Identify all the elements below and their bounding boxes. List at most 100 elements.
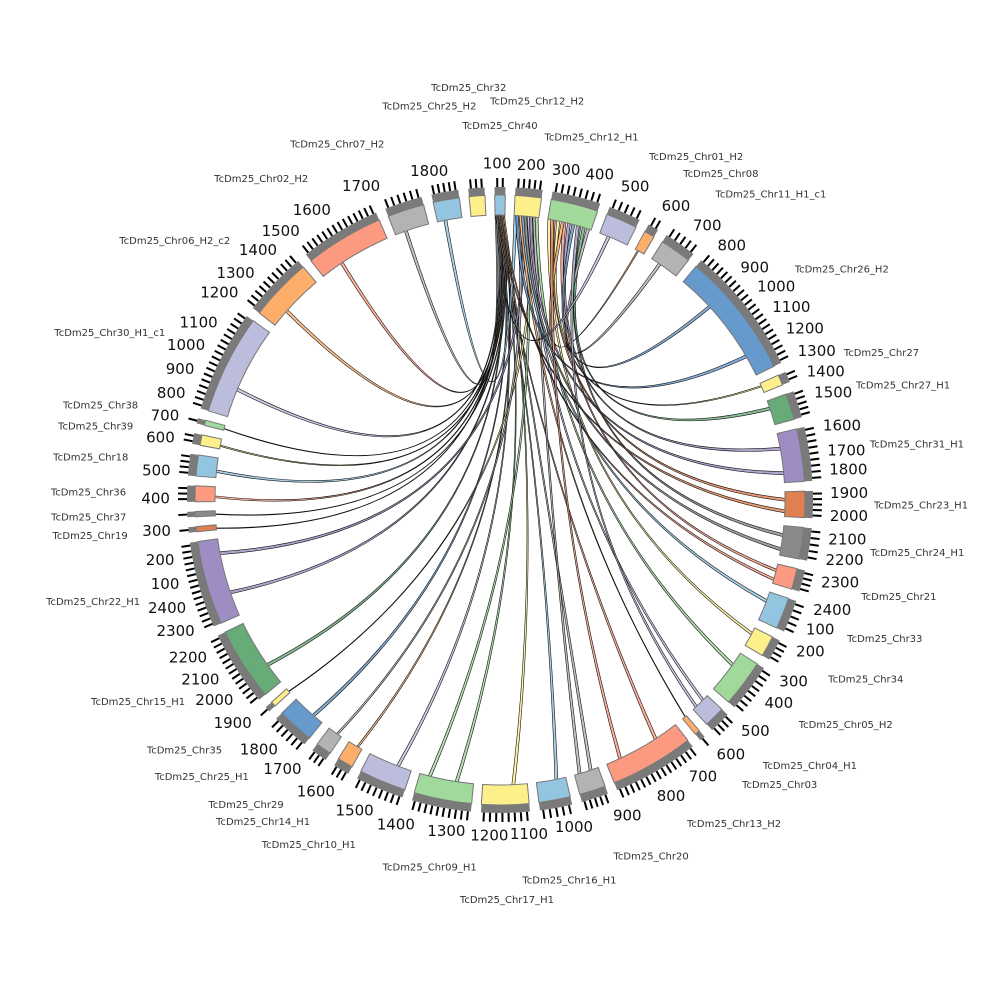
tick-mark [347,215,354,225]
sector-band [432,197,463,223]
sector-band [387,204,430,236]
tick-mark [770,656,779,663]
tick-label: 1600 [823,416,861,434]
tick-label: 1200 [200,283,238,301]
tick-mark [660,767,668,777]
sector-TcDm25_Chr15_H1 [210,622,282,704]
sector-TcDm25_Chr40 [494,178,506,216]
sector-axis [217,632,266,700]
tick-mark [739,699,748,707]
tick-mark [707,258,715,267]
tick-mark [237,312,246,320]
tick-mark [758,675,767,682]
tick-mark [670,761,678,770]
sector-label: TcDm25_Chr13_H2 [686,819,781,830]
tick-mark [594,797,599,808]
tick-mark [275,724,284,733]
sector-band [744,627,774,657]
tick-mark [411,800,416,811]
sector-band [766,393,795,426]
tick-mark [799,405,809,411]
tick-mark [254,289,263,298]
tick-label: 2100 [828,531,866,549]
sector-label: TcDm25_Chr37 [50,512,126,523]
sector-TcDm25_Chr22_H1 [181,538,240,629]
sector-axis [468,187,485,197]
sector-band [513,194,543,219]
tick-mark [764,328,774,335]
sector-label: TcDm25_Chr29 [207,800,283,811]
sector-axis [494,187,506,196]
tick-mark [415,188,420,199]
tick-mark [436,183,441,194]
tick-label: 1700 [342,177,380,195]
tick-mark [285,733,294,742]
sector-label: TcDm25_Chr39 [57,422,133,433]
tick-mark [702,254,711,263]
sector-TcDm25_Chr18 [179,453,219,479]
tick-mark [395,796,401,806]
tick-mark [360,782,367,792]
tick-mark [794,603,804,609]
tick-mark [675,758,683,767]
tick-mark [629,784,636,794]
tick-label: 300 [779,672,808,690]
tick-mark [548,808,553,819]
tick-mark [384,198,390,208]
tick-mark [447,181,452,192]
tick-mark [228,668,238,675]
tick-mark [219,652,228,660]
tick-mark [301,244,309,254]
sector-TcDm25_Chr12_H2 [513,178,543,219]
sector-label: TcDm25_Chr10_H1 [261,840,356,851]
tick-mark [220,338,230,346]
tick-mark [812,476,822,479]
sector-axis [804,490,814,519]
tick-mark [226,328,236,335]
sector-axis [187,453,199,477]
link-TcDm25_Chr12_H2-TcDm25_Chr29 [336,215,523,735]
sector-band [480,783,530,806]
tick-mark [368,205,375,215]
sector-label: TcDm25_Chr20 [613,851,689,862]
sector-band [195,454,219,479]
tick-mark [459,810,463,820]
tick-label: 1700 [827,442,865,460]
sector-axis [785,391,802,420]
tick-mark [326,227,333,237]
tick-mark [590,191,595,201]
sector-label: TcDm25_Chr11_H1_c1 [714,189,826,200]
sector-TcDm25_Chr36 [177,485,216,503]
tick-mark [390,196,396,206]
tick-mark [732,284,741,293]
sector-TcDm25_Chr37 [178,510,216,518]
tick-label: 1700 [263,760,301,778]
sector-axis [431,189,460,203]
sector-TcDm25_Chr32 [468,178,487,218]
tick-mark [267,276,275,284]
tick-label: 300 [142,522,171,540]
sector-TcDm25_Chr35 [260,688,291,717]
sector-label: TcDm25_Chr23_H1 [873,500,968,511]
sector-band [203,419,226,431]
tick-mark [194,395,204,401]
sector-band [270,688,291,707]
tick-mark [223,333,233,340]
tick-mark [578,188,583,198]
sector-label: TcDm25_Chr31_H1 [869,440,964,451]
tick-mark [249,696,258,704]
tick-label: 1800 [240,741,278,759]
sector-label: TcDm25_Chr18 [52,453,128,464]
tick-mark [197,606,207,612]
sector-TcDm25_Chr10_H1 [354,752,412,806]
sector-label: TcDm25_Chr03 [741,780,817,791]
tick-mark [792,609,802,615]
tick-mark [431,185,436,195]
sector-TcDm25_Chr01_H2 [599,199,642,246]
tick-mark [372,787,378,797]
sector-band [779,525,805,560]
tick-mark [211,355,221,362]
tick-mark [555,807,559,817]
sector-axis [696,260,782,367]
